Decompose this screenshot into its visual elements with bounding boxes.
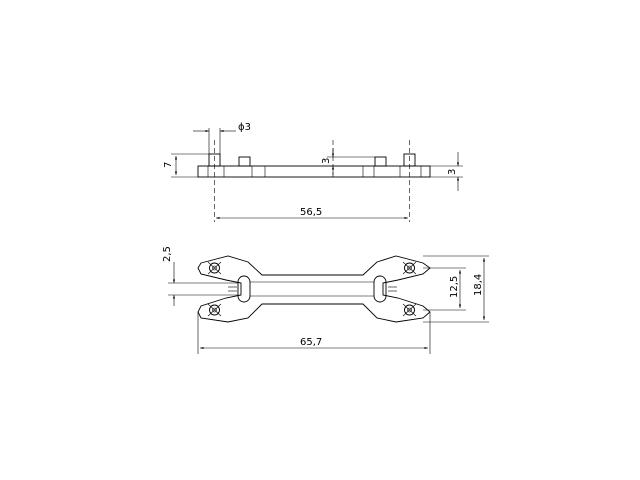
hole-bottom-right [402, 303, 417, 317]
dim-hole-spacing: 56,5 [300, 207, 322, 218]
part-outline [197, 255, 431, 323]
plan-view: 2,5 12,5 18,4 65,7 [162, 246, 489, 354]
dim-peg-height: 3 [321, 158, 332, 164]
slot-right [373, 275, 387, 303]
slot-left [237, 275, 251, 303]
dim-gap: 2,5 [162, 246, 173, 262]
dim-inner-width: 12,5 [449, 276, 460, 298]
peg-center-left [238, 156, 251, 167]
hole-bottom-left [207, 303, 222, 317]
dim-hole-diameter: ϕ3 [238, 122, 251, 133]
base-plate [197, 165, 431, 178]
hole-top-right [402, 261, 417, 275]
dim-outer-width: 18,4 [473, 274, 484, 296]
dim-plate-thickness: 3 [447, 169, 458, 175]
side-view: ϕ3 7 3 3 56,5 [163, 122, 463, 222]
dim-overall-length: 65,7 [300, 337, 322, 348]
peg-center-right [374, 156, 387, 167]
hole-top-left [207, 261, 222, 275]
dim-total-height: 7 [163, 162, 174, 168]
